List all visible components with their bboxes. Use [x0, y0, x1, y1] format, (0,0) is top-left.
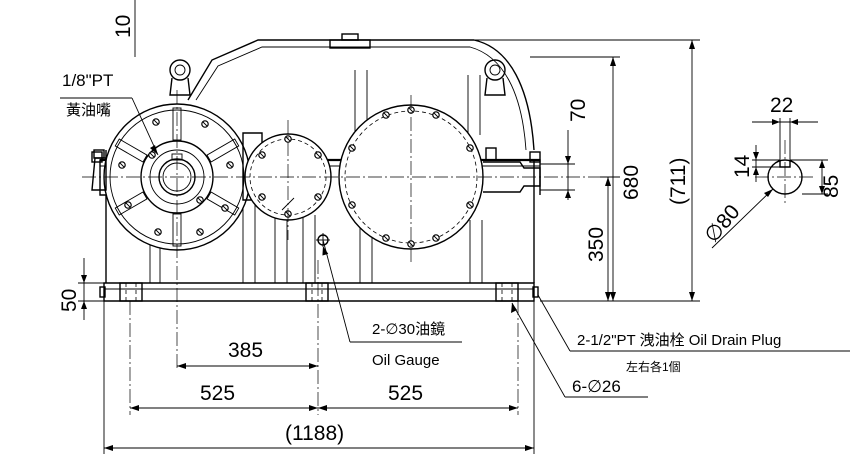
dim-key-depth: 14: [731, 154, 754, 178]
dimension-lines: [78, 0, 700, 454]
grease-nipple-label: 黃油嘴: [66, 102, 111, 119]
dim-70: 70: [567, 99, 590, 122]
bolt-holes-label: 6-∅26: [572, 377, 621, 396]
dim-shaft-dia: ∅80: [700, 201, 744, 248]
dim-385: 385: [228, 339, 263, 362]
dim-350: 350: [585, 227, 608, 262]
dim-shaft-height: 85: [820, 175, 843, 198]
annotation-texts: 10 1/8"PT 黃油嘴 70 680 (711) 350 50 385 52…: [58, 15, 843, 445]
dim-50: 50: [58, 289, 81, 312]
oil-gauge-label: Oil Gauge: [372, 352, 440, 369]
dim-1188: (1188): [285, 422, 344, 445]
leader-lines: [60, 97, 850, 398]
drain-plug-label: 2-1/2"PT 洩油栓 Oil Drain Plug: [577, 332, 781, 349]
output-shaft-section: [711, 118, 828, 249]
dim-top-clearance: 10: [112, 15, 135, 38]
drain-plug-note: 左右各1個: [626, 359, 681, 374]
grease-nipple-size: 1/8"PT: [62, 71, 113, 90]
dim-525-left: 525: [200, 382, 235, 405]
dim-525-right: 525: [388, 382, 423, 405]
oil-gauge-spec: 2-∅30油鏡: [372, 320, 445, 338]
center-lines: [82, 90, 600, 415]
dim-711: (711): [667, 158, 690, 205]
dim-680: 680: [620, 165, 643, 200]
dim-key-width: 22: [770, 94, 793, 117]
